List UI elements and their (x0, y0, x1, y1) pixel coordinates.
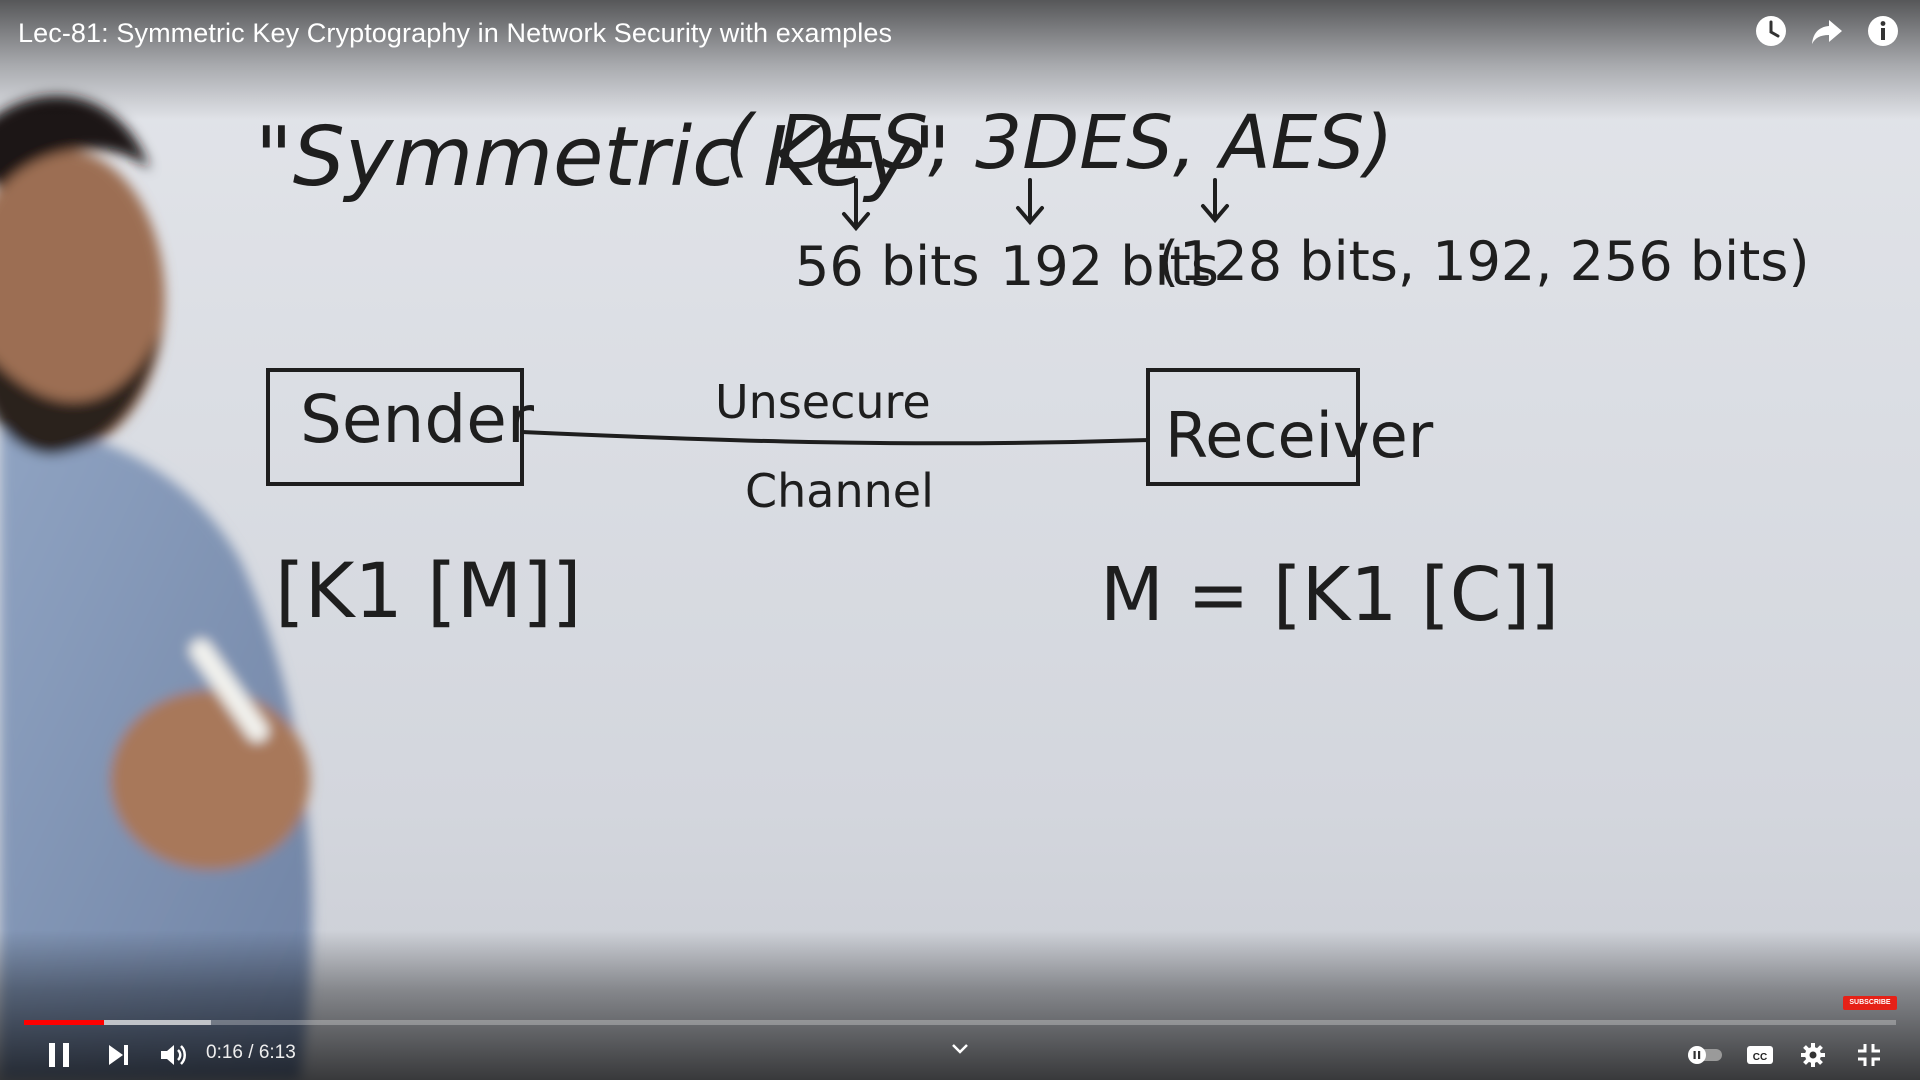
clock-icon[interactable] (1754, 14, 1788, 48)
wb-receiver: Receiver (1165, 399, 1434, 472)
wb-3des-bits: 192 bits (1000, 235, 1219, 298)
svg-text:CC: CC (1753, 1052, 1767, 1063)
top-actions (1754, 14, 1900, 48)
bottom-gradient (0, 930, 1920, 1080)
video-title[interactable]: Lec-81: Symmetric Key Cryptography in Ne… (18, 18, 893, 48)
share-arrow-icon[interactable] (1810, 14, 1844, 48)
chevron-down-icon[interactable] (950, 1042, 970, 1056)
wb-sender-box (266, 368, 524, 486)
wb-channel-line (521, 430, 1149, 446)
info-icon[interactable] (1866, 14, 1900, 48)
wb-heading: "Symmetric Key" (255, 110, 951, 205)
pause-icon[interactable] (44, 1040, 74, 1070)
wb-channel-bottom: Channel (745, 464, 934, 518)
wb-sender: Sender (300, 381, 535, 458)
wb-channel-top: Unsecure (715, 375, 931, 429)
control-bar: 0:16 / 6:13 CC (0, 1032, 1920, 1080)
time-display: 0:16 / 6:13 (206, 1042, 296, 1063)
top-gradient (0, 0, 1920, 120)
wb-diagram (266, 368, 1360, 486)
progress-bar[interactable] (24, 1020, 1896, 1025)
progress-buffered (24, 1020, 212, 1025)
wb-decrypt-formula: M = [K1 [C]] (1100, 552, 1559, 638)
wb-aes-bits: (128 bits, 192, 256 bits) (1158, 230, 1810, 293)
progress-played (24, 1020, 105, 1025)
exit-fullscreen-icon[interactable] (1856, 1042, 1882, 1068)
captions-icon[interactable]: CC (1746, 1043, 1774, 1067)
next-icon[interactable] (106, 1042, 132, 1068)
autoplay-toggle-icon[interactable] (1686, 1044, 1724, 1066)
wb-des-bits: 56 bits (795, 235, 979, 298)
volume-icon[interactable] (158, 1041, 188, 1069)
subscribe-watermark[interactable]: SUBSCRIBE (1843, 996, 1897, 1010)
wb-receiver-box (1146, 368, 1360, 486)
gear-icon[interactable] (1800, 1042, 1826, 1068)
wb-encrypt-formula: [K1 [M]] (275, 546, 582, 635)
wb-arrows (842, 178, 1229, 232)
